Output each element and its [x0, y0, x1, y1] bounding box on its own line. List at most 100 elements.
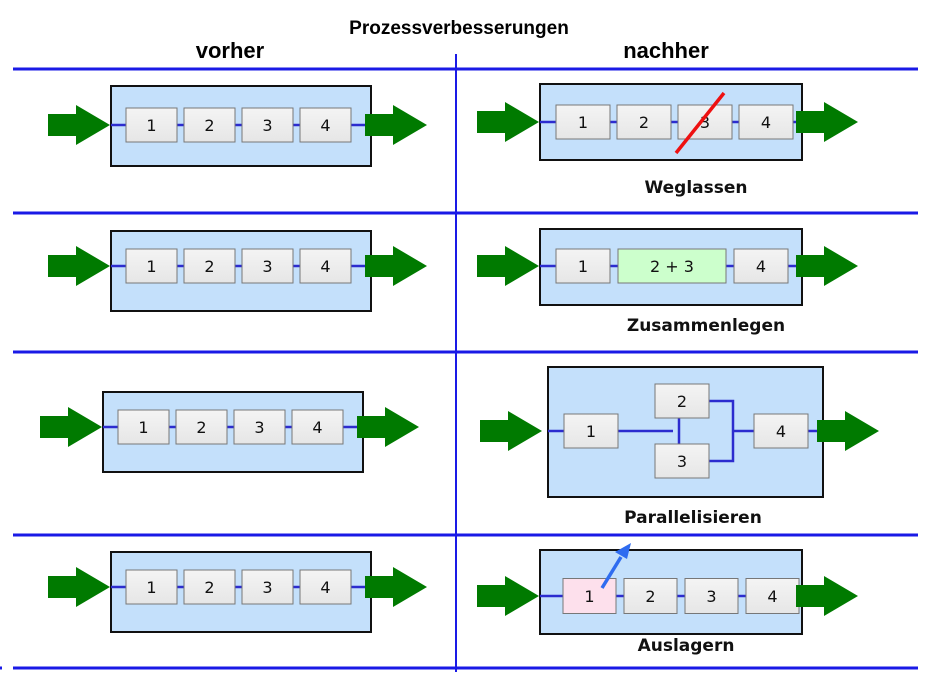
process-step-label: 2	[196, 418, 206, 437]
input-arrow	[477, 576, 539, 616]
process-step: 4	[299, 107, 352, 143]
process-step: 3	[684, 578, 739, 614]
process-step: 2 + 3	[617, 248, 727, 284]
process-step-box	[183, 107, 236, 143]
process-step-label: 4	[320, 257, 330, 276]
process-step: 4	[738, 104, 794, 140]
process-step: 3	[241, 107, 294, 143]
before-process: 1 2 3 4	[48, 85, 427, 167]
diagram-title: Prozessverbesserungen	[349, 18, 569, 39]
output-arrow	[817, 411, 879, 451]
outsource-arrow-head	[615, 543, 631, 559]
process-step: 4	[291, 409, 344, 445]
output-arrow	[796, 246, 858, 286]
process-step-box	[563, 413, 619, 449]
process-step-box	[175, 409, 228, 445]
output-arrow	[365, 246, 427, 286]
process-step-label: 1	[146, 116, 156, 135]
process-step-label: 3	[262, 116, 272, 135]
input-arrow	[477, 246, 539, 286]
process-step: 1	[563, 413, 619, 449]
process-step: 4	[733, 248, 789, 284]
process-step-box	[555, 104, 611, 140]
process-step-label: 3	[262, 257, 272, 276]
process-step: 4	[299, 248, 352, 284]
process-step-box	[299, 248, 352, 284]
process-step-box	[241, 569, 294, 605]
process-step-label: 2	[204, 578, 214, 597]
process-step: 1	[562, 578, 617, 614]
process-step: 1	[125, 107, 178, 143]
process-step: 1	[117, 409, 170, 445]
process-step: 1	[125, 248, 178, 284]
process-step-label: 2 + 3	[650, 257, 694, 276]
column-header-before: vorher	[196, 38, 265, 63]
process-step-box	[753, 413, 809, 449]
process-step-label: 2	[204, 257, 214, 276]
process-step-box	[684, 578, 739, 614]
process-step-label: 4	[761, 113, 771, 132]
output-arrow	[796, 576, 858, 616]
process-step-label: 2	[204, 116, 214, 135]
before-process: 1 2 3 4	[48, 551, 427, 633]
process-step: 4	[753, 413, 809, 449]
process-step-label: 4	[312, 418, 322, 437]
output-arrow	[365, 105, 427, 145]
process-step-box	[241, 248, 294, 284]
improvement-caption: Zusammenlegen	[627, 316, 785, 336]
process-step-box	[183, 248, 236, 284]
process-step-box	[677, 104, 733, 140]
process-step-label: 4	[776, 422, 786, 441]
process-step-box	[733, 248, 789, 284]
process-step-box	[745, 578, 800, 614]
process-step-box	[117, 409, 170, 445]
column-header-after: nachher	[623, 38, 709, 63]
process-step-box	[654, 383, 710, 419]
process-step-box	[616, 104, 672, 140]
process-step-box	[291, 409, 344, 445]
process-step-box	[562, 578, 617, 614]
process-step-label: 3	[262, 578, 272, 597]
process-step: 2	[623, 578, 678, 614]
process-step-box	[233, 409, 286, 445]
process-step-label: 1	[586, 422, 596, 441]
process-step-label: 2	[677, 392, 687, 411]
process-step-label: 3	[254, 418, 264, 437]
process-step-box	[125, 248, 178, 284]
process-step: 1	[555, 248, 611, 284]
output-arrow	[365, 567, 427, 607]
process-step-label: 1	[146, 257, 156, 276]
output-arrow	[357, 407, 419, 447]
process-step-box	[654, 443, 710, 479]
process-step-label: 1	[578, 113, 588, 132]
process-step-label: 2	[639, 113, 649, 132]
process-step-label: 4	[756, 257, 766, 276]
improvement-caption: Parallelisieren	[624, 508, 762, 528]
strike-through-mark	[674, 91, 726, 155]
process-step: 2	[183, 569, 236, 605]
process-step-label: 2	[645, 587, 655, 606]
process-step-label: 4	[320, 116, 330, 135]
input-arrow	[48, 105, 110, 145]
process-step: 3	[233, 409, 286, 445]
process-step: 3	[241, 569, 294, 605]
improvement-caption: Weglassen	[644, 178, 747, 198]
process-step-box	[299, 569, 352, 605]
process-step-label: 4	[320, 578, 330, 597]
process-step-label: 4	[767, 587, 777, 606]
process-step: 3	[241, 248, 294, 284]
input-arrow	[480, 411, 542, 451]
process-step: 2	[183, 107, 236, 143]
process-step-label: 1	[146, 578, 156, 597]
process-step-label: 3	[706, 587, 716, 606]
output-arrow	[796, 102, 858, 142]
